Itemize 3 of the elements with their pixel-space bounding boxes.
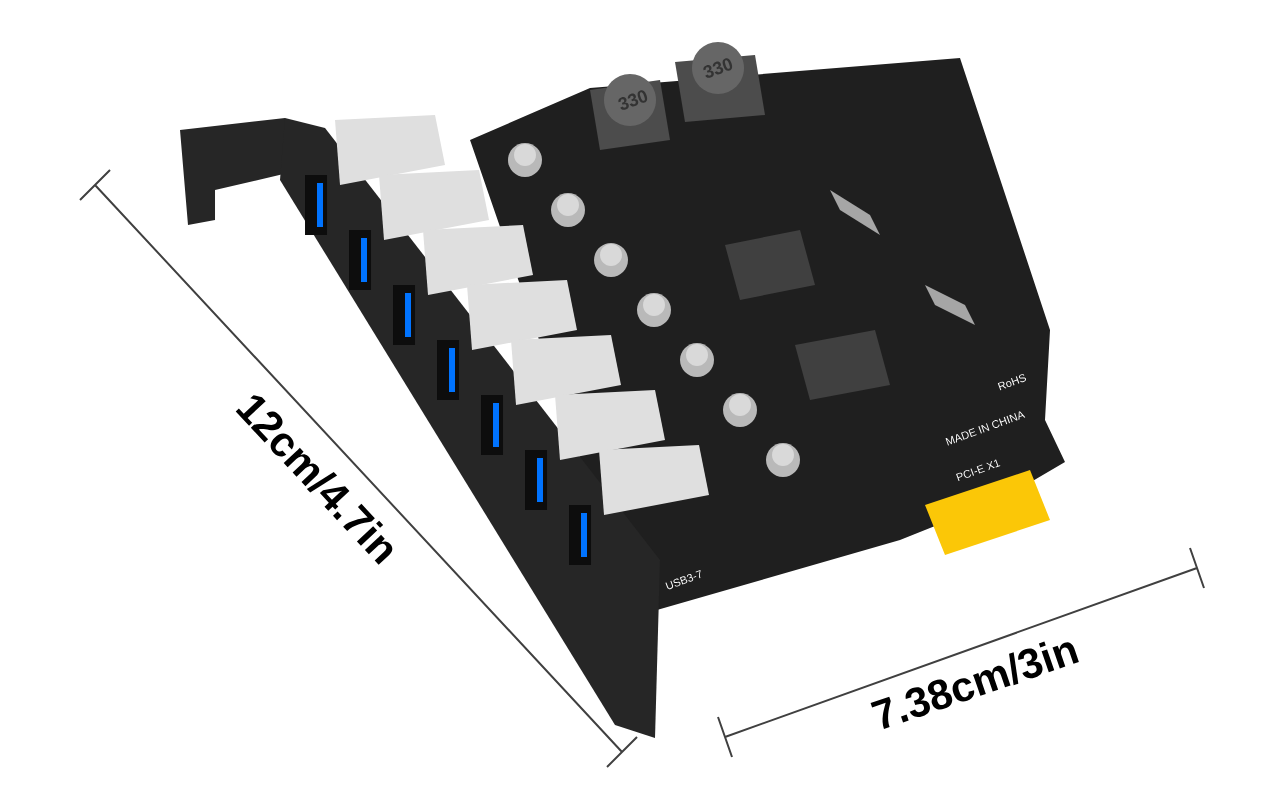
silkscreen-text: RoHS — [997, 374, 1027, 391]
silkscreen-text: MADE IN CHINA — [945, 411, 1026, 446]
silkscreen-text: PCI-E X1 — [956, 459, 1001, 482]
